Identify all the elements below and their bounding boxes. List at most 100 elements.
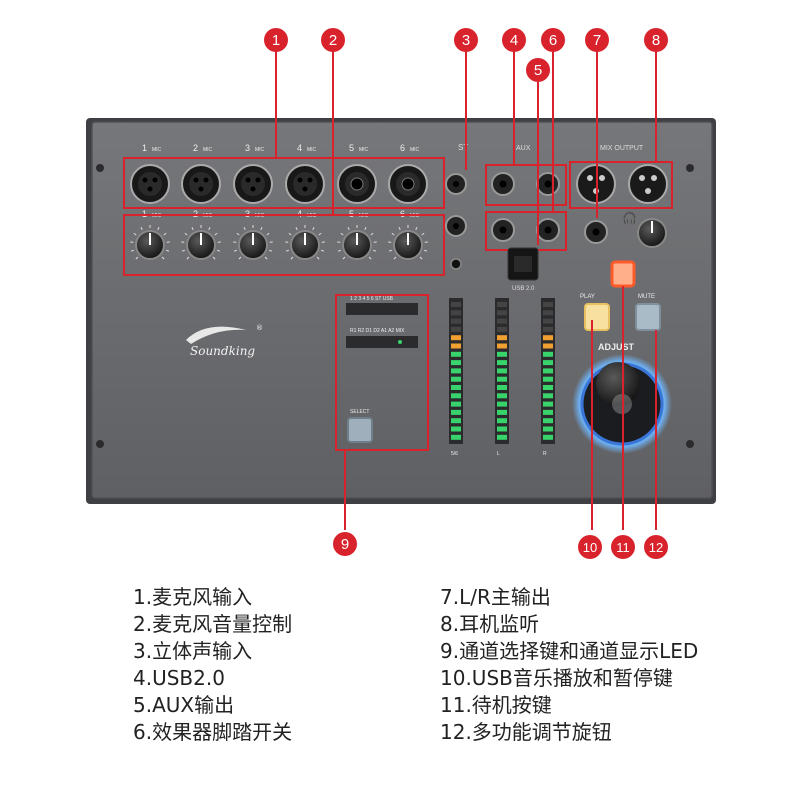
- channel-mic-label: MIC: [410, 147, 420, 153]
- headphone-icon: 🎧: [622, 211, 637, 225]
- mute-label: MUTE: [638, 294, 655, 300]
- legend-item: 1.麦克风输入: [133, 585, 253, 609]
- meter-segment: [543, 401, 553, 407]
- frame-aux: [485, 164, 567, 206]
- meter-segment: [497, 302, 507, 307]
- legend-item: 9.通道选择键和通道显示LED: [440, 639, 699, 663]
- legend-right-column: 7.L/R主输出 8.耳机监听 9.通道选择键和通道显示LED 10.USB音乐…: [440, 584, 698, 746]
- legend-item: 2.麦克风音量控制: [133, 612, 293, 636]
- meter-segment: [497, 426, 507, 432]
- meter-segment: [451, 335, 461, 341]
- play-label: PLAY: [580, 294, 595, 300]
- callout-3: 3: [454, 28, 478, 52]
- legend-item: 3.立体声输入: [133, 639, 253, 663]
- meter-segment: [543, 343, 553, 349]
- channel-mic-label: MIC: [359, 147, 369, 153]
- meter-segment: [543, 302, 553, 307]
- registered-mark: ®: [256, 324, 263, 332]
- meter-segment: [497, 418, 507, 424]
- meter-segment: [497, 360, 507, 366]
- meter-segment: [543, 393, 553, 399]
- meter-segment: [497, 385, 507, 390]
- screw: [686, 440, 694, 448]
- display-row1: 1 2 3 4 5 6 ST USB: [350, 296, 394, 302]
- meter-segment: [451, 385, 461, 390]
- meter-segment: [497, 343, 507, 349]
- meter-segment: [497, 434, 507, 440]
- mix-output-label: MIX OUTPUT: [600, 145, 644, 152]
- meter-segment: [543, 418, 553, 424]
- callout-number: 1: [272, 32, 280, 49]
- usb-label: USB 2.0: [512, 286, 535, 292]
- screw: [96, 164, 104, 172]
- meter-segment: [543, 376, 553, 382]
- st-label: ST: [458, 143, 468, 152]
- channel-mic-label: MIC: [203, 147, 213, 153]
- meter-segment: [451, 302, 461, 307]
- meter-segment: [497, 368, 507, 374]
- frame-gain-knobs: [123, 214, 445, 276]
- callout-number: 10: [583, 540, 597, 555]
- mini-jack[interactable]: [450, 258, 462, 270]
- channel-number-label: 1: [142, 143, 147, 153]
- meter-segment: [451, 401, 461, 407]
- meter-segment: [543, 360, 553, 366]
- select-label: SELECT: [350, 409, 369, 415]
- channel-mic-label: MIC: [307, 147, 317, 153]
- aux-label: AUX: [516, 145, 531, 152]
- meter-segment: [451, 360, 461, 366]
- st-section: ST: [445, 143, 468, 270]
- meter-segment: [451, 418, 461, 424]
- channel-number-label: 4: [297, 143, 302, 153]
- meter-segment: [451, 326, 461, 332]
- select-button[interactable]: [347, 417, 373, 443]
- meter-segment: [497, 351, 507, 357]
- play-pause-button[interactable]: [584, 303, 610, 331]
- meter-segment: [451, 318, 461, 324]
- meter-segment: [451, 393, 461, 399]
- channel-number-label: 2: [193, 143, 198, 153]
- brand-logo: Soundking ®: [186, 324, 263, 358]
- callout-11: 11: [611, 535, 635, 559]
- legend-item: 11.待机按键: [440, 693, 552, 717]
- adjust-label: ADJUST: [598, 342, 635, 352]
- meter-segment: [451, 310, 461, 316]
- meter-segment: [497, 409, 507, 415]
- logo-swoosh: [186, 326, 246, 344]
- meter-segment: [451, 434, 461, 440]
- standby-button[interactable]: [610, 260, 636, 288]
- legend-item: 5.AUX输出: [133, 693, 235, 717]
- display-row2: R1 R2 D1 D2 A1 A2 MIX: [350, 328, 405, 334]
- meter-segment: [497, 310, 507, 316]
- legend-item: 10.USB音乐播放和暂停键: [440, 666, 673, 690]
- xlr-out-right[interactable]: [628, 164, 668, 204]
- callout-5: 5: [526, 58, 550, 82]
- meter-segment: [497, 335, 507, 341]
- legend-left-column: 1.麦克风输入 2.麦克风音量控制 3.立体声输入 4.USB2.0 5.AUX…: [133, 584, 292, 746]
- callout-2: 2: [321, 28, 345, 52]
- meter-segment: [543, 310, 553, 316]
- meter-label: L: [497, 451, 500, 457]
- meter-segment: [451, 376, 461, 382]
- callout-number: 8: [652, 32, 660, 49]
- select-section: 1 2 3 4 5 6 ST USB R1 R2 D1 D2 A1 A2 MIX…: [346, 296, 418, 443]
- meter-segment: [543, 409, 553, 415]
- callout-number: 11: [616, 540, 630, 555]
- channel-number-label: 3: [245, 143, 250, 153]
- channel-number-label: 6: [400, 143, 405, 153]
- callout-1: 1: [264, 28, 288, 52]
- legend-item: 12.多功能调节旋钮: [440, 720, 612, 744]
- meter-segment: [543, 434, 553, 440]
- channel-number-label: 5: [349, 143, 354, 153]
- callout-number: 2: [329, 32, 337, 49]
- meter-segment: [543, 326, 553, 332]
- meter-segment: [497, 401, 507, 407]
- mute-button[interactable]: [635, 303, 661, 331]
- usb-port[interactable]: USB 2.0: [507, 247, 539, 292]
- callout-number: 4: [510, 32, 518, 49]
- callout-number: 12: [649, 540, 663, 555]
- callout-8: 8: [644, 28, 668, 52]
